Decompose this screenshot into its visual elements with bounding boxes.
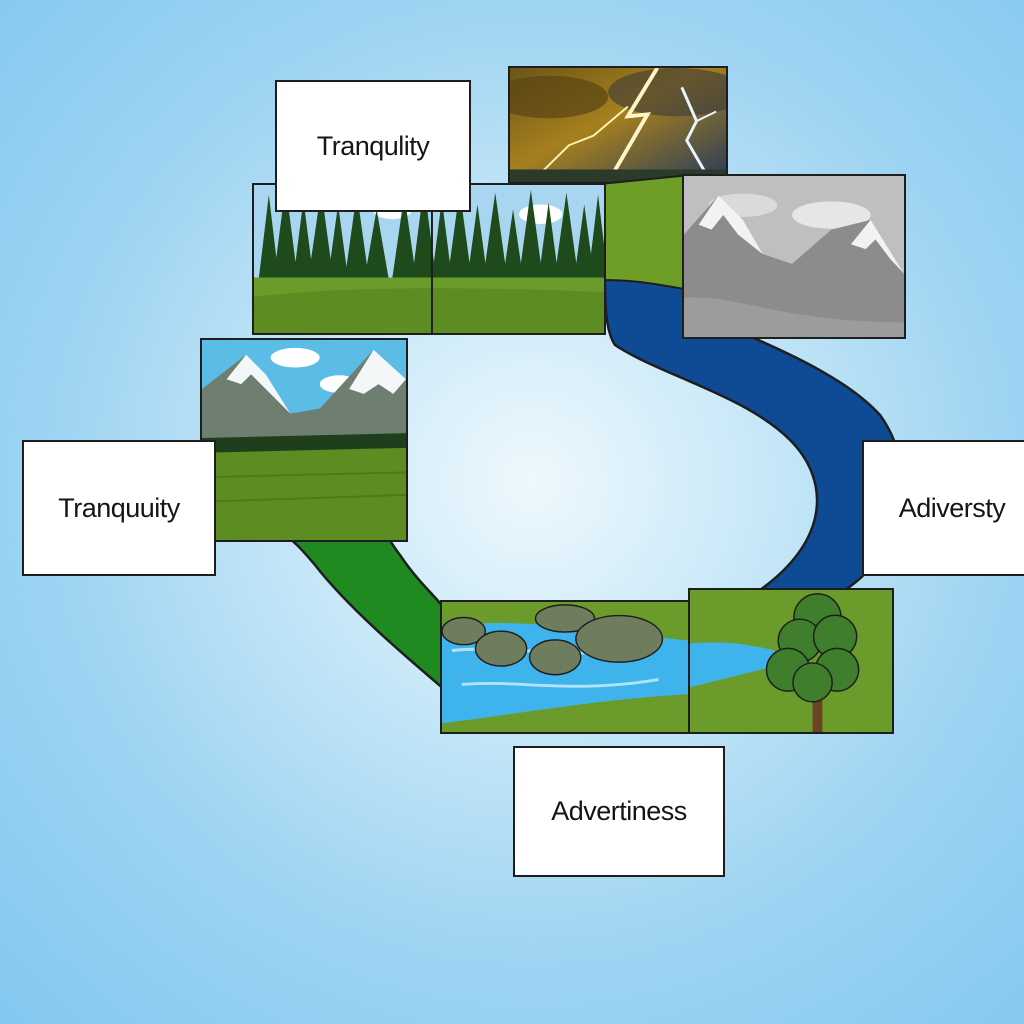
snowy-mountains-icon xyxy=(202,340,406,540)
forest-panel xyxy=(252,183,606,335)
lightning-storm-icon xyxy=(510,68,726,182)
gray-mountains-panel xyxy=(682,174,906,339)
pine-forest-icon xyxy=(254,185,604,333)
label-left: Tranquuity xyxy=(22,440,216,576)
river-panel xyxy=(440,600,692,734)
label-bottom: Advertiness xyxy=(513,746,725,877)
storm-panel xyxy=(508,66,728,184)
label-top: Tranqulity xyxy=(275,80,471,212)
tree-panel xyxy=(688,588,894,734)
river-rocks-icon xyxy=(442,602,690,732)
green-mountains-panel xyxy=(200,338,408,542)
tree-icon xyxy=(690,590,892,732)
gray-mountains-icon xyxy=(684,176,904,337)
label-right: Adiversty xyxy=(862,440,1024,576)
